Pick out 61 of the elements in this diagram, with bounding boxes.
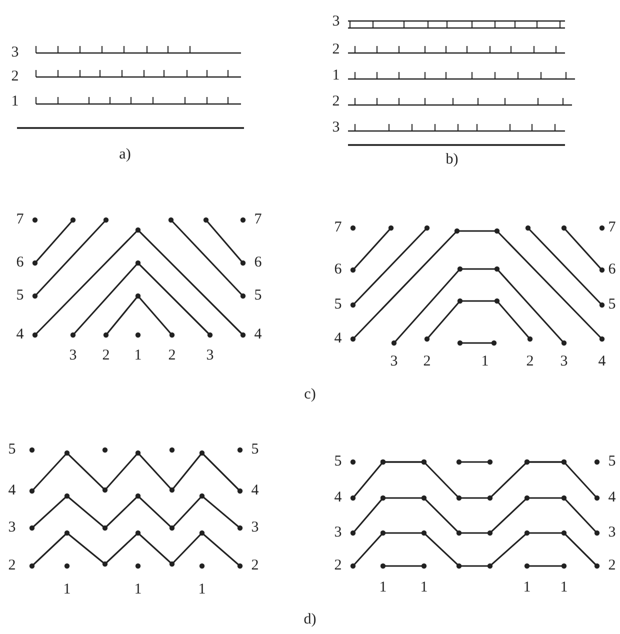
panel-label: a) xyxy=(119,148,131,162)
number-label: 1 xyxy=(198,582,206,598)
number-label: 5 xyxy=(334,298,342,312)
number-label: 4 xyxy=(608,490,616,506)
number-label: 2 xyxy=(251,558,259,574)
number-label: 6 xyxy=(16,256,24,270)
number-label: 2 xyxy=(11,70,19,84)
number-label: 3 xyxy=(332,120,340,136)
number-label: 3 xyxy=(11,46,19,60)
number-label: 7 xyxy=(334,220,342,236)
number-label: 7 xyxy=(608,220,616,236)
number-label: 1 xyxy=(134,348,142,364)
number-label: 1 xyxy=(11,94,19,110)
number-label: 1 xyxy=(332,68,340,84)
panel-label: c) xyxy=(304,388,316,402)
number-label: 2 xyxy=(334,558,342,574)
number-label: 6 xyxy=(334,262,342,278)
number-label: 4 xyxy=(251,484,259,498)
number-label: 3 xyxy=(332,14,340,30)
number-label: 3 xyxy=(608,526,616,540)
number-label: 2 xyxy=(8,558,16,574)
number-label: 2 xyxy=(608,558,616,574)
number-label: 5 xyxy=(16,288,24,304)
number-label: 3 xyxy=(69,348,77,364)
number-label: 6 xyxy=(608,262,616,278)
number-label: 4 xyxy=(8,484,16,498)
number-label: 4 xyxy=(334,332,342,346)
number-label: 2 xyxy=(332,42,340,58)
number-label: 5 xyxy=(608,298,616,312)
number-label: 3 xyxy=(390,354,398,370)
panel-label: b) xyxy=(446,152,458,168)
number-label: 7 xyxy=(254,212,262,228)
number-label: 6 xyxy=(254,256,262,270)
number-label: 3 xyxy=(251,520,259,536)
number-label: 2 xyxy=(168,348,176,364)
number-label: 3 xyxy=(560,354,568,370)
number-label: 3 xyxy=(206,348,214,364)
number-label: 2 xyxy=(332,94,340,110)
number-label: 1 xyxy=(134,582,142,598)
number-label: 4 xyxy=(598,354,606,370)
number-label: 2 xyxy=(102,348,110,364)
number-label: 2 xyxy=(526,354,534,370)
number-label: 1 xyxy=(523,580,531,596)
number-label: 1 xyxy=(481,354,489,370)
number-label: 3 xyxy=(334,526,342,540)
number-label: 5 xyxy=(251,442,259,458)
number-label: 5 xyxy=(608,454,616,470)
number-label: 2 xyxy=(423,354,431,370)
number-label: 1 xyxy=(63,582,71,598)
number-label: 1 xyxy=(379,580,387,596)
number-label: 1 xyxy=(560,580,568,596)
number-label: 7 xyxy=(16,212,24,228)
number-label: 4 xyxy=(254,328,262,342)
number-label: 4 xyxy=(16,328,24,342)
number-label: 3 xyxy=(8,520,16,536)
number-label: 5 xyxy=(334,454,342,470)
number-label: 5 xyxy=(254,288,262,304)
panel-label: d) xyxy=(304,612,316,628)
number-label: 5 xyxy=(8,442,16,458)
number-label: 4 xyxy=(334,490,342,506)
number-label: 1 xyxy=(420,580,428,596)
